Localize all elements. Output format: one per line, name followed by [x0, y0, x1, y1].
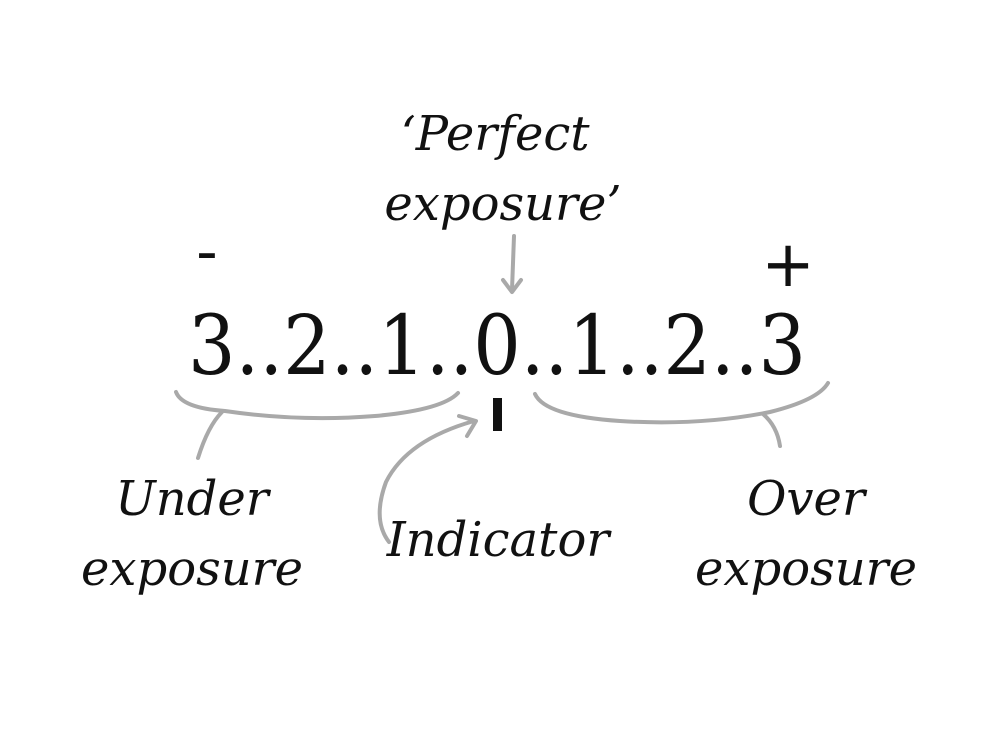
indicator-mark: [493, 398, 502, 431]
perfect-exposure-arrow: [501, 234, 523, 294]
minus-sign: -: [196, 217, 218, 287]
indicator-arrow: [377, 414, 478, 544]
over-exposure-label-line1: Over: [747, 471, 868, 527]
under-exposure-label-line1: Under: [115, 471, 272, 527]
over-exposure-label-line2: exposure: [695, 541, 917, 597]
plus-sign: +: [761, 228, 815, 302]
over-exposure-brace: [533, 381, 830, 448]
under-exposure-label-line2: exposure: [81, 541, 303, 597]
under-exposure-brace: [174, 390, 460, 460]
perfect-exposure-label-line1: ‘Perfect: [400, 106, 590, 162]
perfect-exposure-label-line2: exposure’: [384, 176, 621, 232]
exposure-scale: 3..2..1..0..1..2..3: [188, 299, 806, 394]
indicator-label: Indicator: [386, 512, 613, 568]
